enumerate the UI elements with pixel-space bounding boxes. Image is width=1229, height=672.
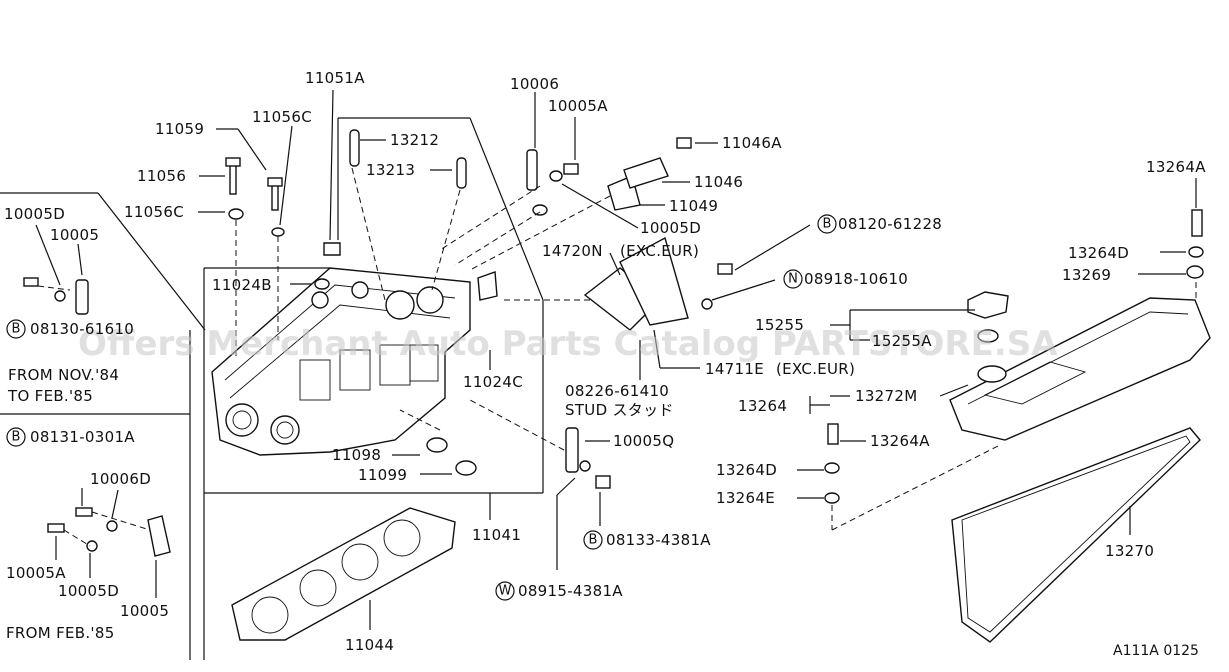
label-11044: 11044 — [345, 636, 394, 654]
label-10005Q: 10005Q — [613, 432, 674, 450]
label-11056C-top: 11056C — [252, 108, 312, 126]
label-13264D-top: 13264D — [1068, 244, 1129, 262]
label-08133-4381A: 08133-4381A — [606, 531, 711, 549]
inset-label-10005-b: 10005 — [120, 602, 169, 620]
inset-note-to-feb: TO FEB.'85 — [7, 387, 93, 405]
inset-small-parts — [23, 277, 171, 557]
label-13272M: 13272M — [855, 387, 917, 405]
svg-text:N: N — [788, 272, 798, 287]
label-11046A: 11046A — [722, 134, 782, 152]
svg-text:B: B — [12, 430, 21, 445]
label-13270: 13270 — [1105, 542, 1154, 560]
label-13264: 13264 — [738, 397, 787, 415]
label-13212: 13212 — [390, 131, 439, 149]
label-13269: 13269 — [1062, 266, 1111, 284]
inset-labels: 10005D 10005 08130-61610 FROM NOV.'84 TO… — [4, 205, 169, 642]
head-gasket — [231, 507, 456, 641]
svg-text:W: W — [499, 584, 512, 599]
svg-text:B: B — [823, 217, 832, 232]
label-11056C: 11056C — [124, 203, 184, 221]
label-11051A: 11051A — [305, 69, 365, 87]
label-11059: 11059 — [155, 120, 204, 138]
inset-label-10005D-b: 10005D — [58, 582, 119, 600]
label-15255: 15255 — [755, 316, 804, 334]
label-10005A: 10005A — [548, 97, 608, 115]
inset-label-08131-0301A: 08131-0301A — [30, 428, 135, 446]
leader-lines — [35, 89, 1197, 630]
badge-B-08130: B — [6, 319, 26, 339]
svg-text:B: B — [12, 322, 21, 337]
inset-label-10005: 10005 — [50, 226, 99, 244]
label-11041: 11041 — [472, 526, 521, 544]
badge-B-08131: B — [6, 427, 26, 447]
label-08918-10610: 08918-10610 — [804, 270, 908, 288]
label-11046: 11046 — [694, 173, 743, 191]
label-08226-61410: 08226-61410 — [565, 382, 669, 400]
inset-label-10006D: 10006D — [90, 470, 151, 488]
cylinder-head-body — [211, 242, 498, 456]
inset-label-08130-61610: 08130-61610 — [30, 320, 134, 338]
label-11024B: 11024B — [212, 276, 272, 294]
label-14711E-note: (EXC.EUR) — [776, 360, 855, 378]
label-13264A-top: 13264A — [1146, 158, 1206, 176]
inset-label-10005D: 10005D — [4, 205, 65, 223]
left-inset-frame — [0, 192, 206, 660]
label-stud: STUD スタッド — [565, 401, 674, 419]
badge-N-08918: N — [783, 269, 803, 289]
label-11099: 11099 — [358, 466, 407, 484]
label-13213: 13213 — [366, 161, 415, 179]
part-labels: 11051A 10006 10005A 11059 11056C 13212 1… — [124, 69, 1206, 659]
label-13264E: 13264E — [716, 489, 775, 507]
inset-note-from-nov: FROM NOV.'84 — [8, 366, 119, 384]
bolts-and-brackets — [225, 129, 1204, 504]
label-14720N: 14720N — [542, 242, 603, 260]
label-11049: 11049 — [669, 197, 718, 215]
label-13264D-mid: 13264D — [716, 461, 777, 479]
inset-label-10005A: 10005A — [6, 564, 66, 582]
label-10005D: 10005D — [640, 219, 701, 237]
badge-B-08120: B — [817, 214, 837, 234]
rocker-cover — [949, 297, 1211, 441]
rocker-cover-gasket — [951, 427, 1201, 643]
label-08120-61228: 08120-61228 — [838, 215, 942, 233]
label-11024C: 11024C — [463, 373, 523, 391]
svg-text:B: B — [589, 533, 598, 548]
inset-note-from-feb: FROM FEB.'85 — [6, 624, 115, 642]
label-14720N-note: (EXC.EUR) — [620, 242, 699, 260]
cylinder-head-frame — [203, 117, 544, 660]
badge-B-08133: B — [583, 530, 603, 550]
watermark-text: Offers Merchant Auto Parts Catalog PARTS… — [78, 324, 1058, 364]
label-13264A-mid: 13264A — [870, 432, 930, 450]
outlet-housing — [583, 157, 689, 331]
figure-code: A111A 0125 — [1113, 643, 1199, 659]
label-15255A: 15255A — [872, 332, 932, 350]
dashed-alignment-lines — [37, 167, 1197, 547]
label-11056: 11056 — [137, 167, 186, 185]
label-10006: 10006 — [510, 75, 559, 93]
badge-W-08915: W — [495, 581, 515, 601]
label-11098: 11098 — [332, 446, 381, 464]
label-08915-4381A: 08915-4381A — [518, 582, 623, 600]
label-14711E: 14711E — [705, 360, 764, 378]
oil-filler-cap — [967, 291, 1009, 319]
